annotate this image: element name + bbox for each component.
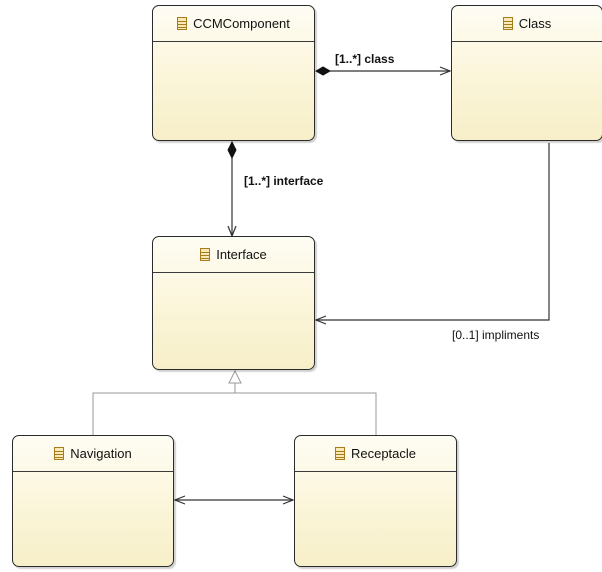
- generalization-triangle: [228, 369, 242, 384]
- class-name: Navigation: [70, 446, 132, 461]
- class-name: Class: [518, 16, 552, 31]
- class-class[interactable]: Class: [451, 5, 602, 141]
- class-icon: [177, 17, 188, 30]
- class-interface[interactable]: Interface: [152, 236, 315, 370]
- class-name: CCMComponent: [193, 16, 290, 31]
- edge-generalization[interactable]: [92, 369, 377, 435]
- class-header: Navigation: [13, 436, 173, 472]
- class-header: Class: [452, 6, 602, 42]
- class-receptacle[interactable]: Receptacle: [294, 435, 457, 567]
- class-header: Interface: [153, 237, 314, 273]
- class-icon: [54, 447, 65, 460]
- composition-diamond: [314, 66, 332, 76]
- class-icon: [200, 248, 211, 261]
- composition-diamond: [227, 140, 237, 160]
- class-name: Interface: [216, 247, 267, 262]
- relation-label-impliments: [0..1] impliments: [452, 328, 540, 342]
- class-icon: [334, 447, 345, 460]
- class-header: Receptacle: [295, 436, 456, 472]
- class-name: Receptacle: [350, 446, 417, 461]
- class-ccmcomponent[interactable]: CCMComponent: [152, 5, 315, 141]
- class-icon: [502, 17, 513, 30]
- class-navigation[interactable]: Navigation: [12, 435, 174, 567]
- relation-label-interface: [1..*] interface: [244, 174, 324, 188]
- edge-class-interface[interactable]: [316, 143, 550, 320]
- edge-component-class[interactable]: [314, 66, 450, 76]
- class-header: CCMComponent: [153, 6, 314, 42]
- edge-component-interface[interactable]: [227, 140, 237, 236]
- relation-label-class: [1..*] class: [335, 52, 395, 66]
